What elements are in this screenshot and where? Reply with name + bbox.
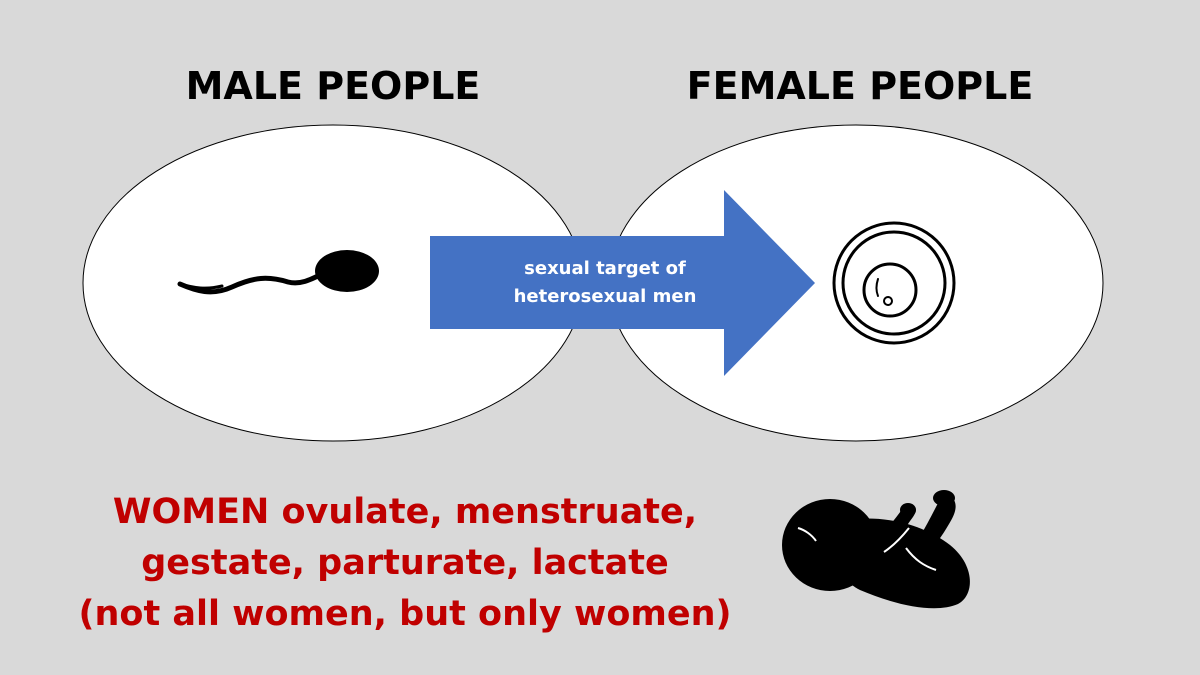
target-arrow: [430, 190, 815, 376]
caption-line-1: WOMEN ovulate, menstruate,: [112, 492, 698, 532]
female-people-heading: FEMALE PEOPLE: [686, 64, 1034, 108]
baby-icon: [782, 490, 970, 609]
baby-detail-lines: [797, 527, 937, 571]
arrow-label-line-2: heterosexual men: [513, 286, 697, 307]
male-people-heading: MALE PEOPLE: [185, 64, 481, 108]
sperm-icon: [177, 250, 379, 295]
caption-line-3: (not all women, but only women): [78, 594, 732, 634]
arrow-label-line-1: sexual target of: [524, 258, 686, 279]
caption-text: WOMEN ovulate, menstruate, gestate, part…: [60, 487, 750, 640]
arrow-label: sexual target of heterosexual men: [432, 255, 778, 311]
egg-cell-icon: [832, 221, 956, 345]
caption-line-2: gestate, parturate, lactate: [141, 543, 669, 583]
